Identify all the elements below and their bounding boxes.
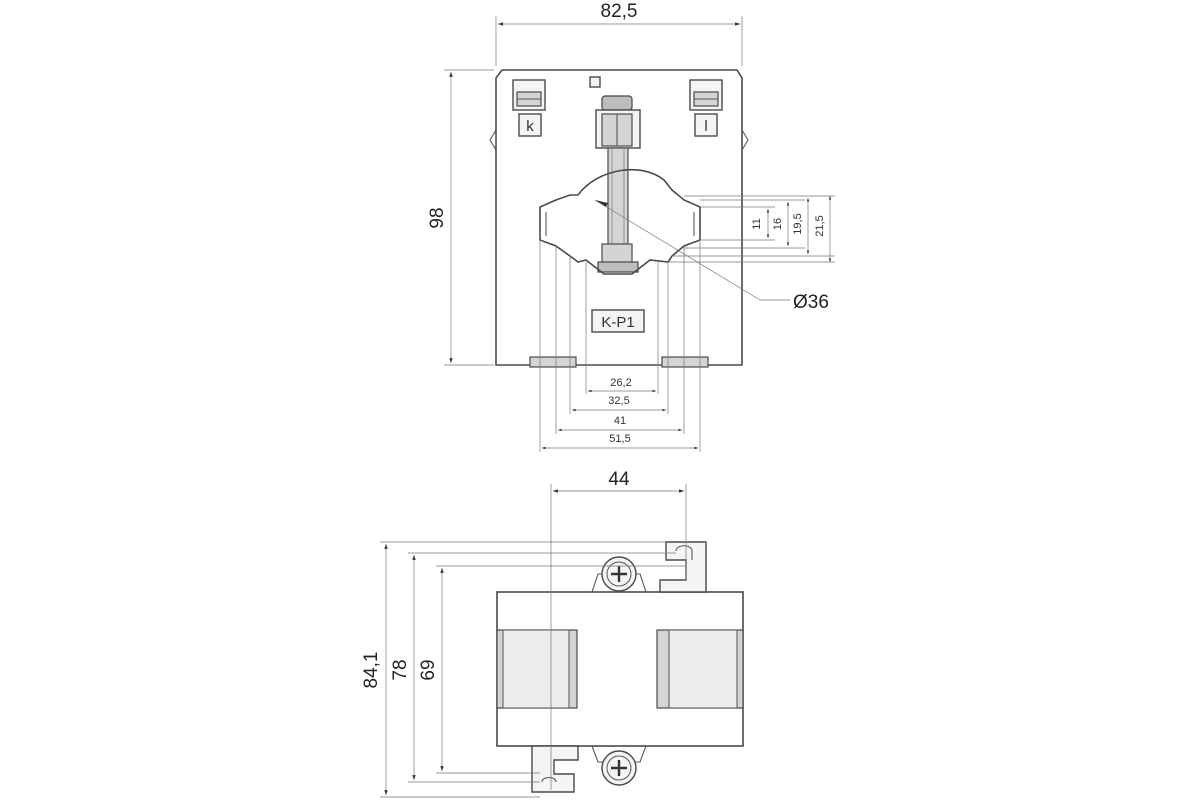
terminal-k-label: k [526, 118, 534, 135]
diameter-label: Ø36 [793, 292, 829, 313]
dim-side-heights: 84,1 78 69 [361, 541, 686, 798]
dim-bottom-group: 26,2 32,5 41 51,5 [539, 240, 701, 452]
top-screw [591, 556, 647, 593]
dim-bottom-2: 32,5 [608, 395, 629, 407]
dim-right-4: 21,5 [814, 215, 826, 236]
side-view: 44 84,1 78 69 [361, 469, 744, 798]
top-terminal-tab [659, 541, 707, 593]
terminal-l: l [689, 79, 723, 137]
dim-right-1: 11 [751, 218, 763, 229]
dim-bottom-1: 26,2 [610, 377, 631, 389]
top-view: k l K-P1 [427, 1, 835, 452]
model-label-text: K-P1 [601, 314, 634, 331]
dim-width-top: 82,5 [495, 1, 743, 66]
housing-outline [495, 69, 743, 366]
dim-side-width: 44 [550, 469, 687, 790]
model-label: K-P1 [591, 309, 645, 333]
dim-width-top-label: 82,5 [601, 1, 638, 22]
terminal-k: k [512, 79, 546, 137]
dim-bottom-4: 51,5 [609, 433, 630, 445]
dim-height-left-label: 98 [427, 207, 448, 228]
dim-side-height-2: 78 [390, 659, 411, 680]
bottom-screw [591, 745, 647, 786]
dim-right-3: 19,5 [792, 213, 804, 234]
terminal-l-label: l [704, 118, 707, 135]
bottom-terminal-tab [531, 745, 579, 793]
dim-right-2: 16 [772, 218, 784, 230]
clamp-screw [595, 95, 641, 273]
dim-side-width-label: 44 [608, 469, 630, 490]
dim-bottom-3: 41 [614, 415, 626, 427]
dim-right-group: 11 16 19,5 21,5 [668, 195, 835, 263]
dim-side-height-3: 69 [418, 659, 439, 680]
dim-side-height-1: 84,1 [361, 652, 382, 689]
dim-height-left: 98 [427, 69, 494, 366]
